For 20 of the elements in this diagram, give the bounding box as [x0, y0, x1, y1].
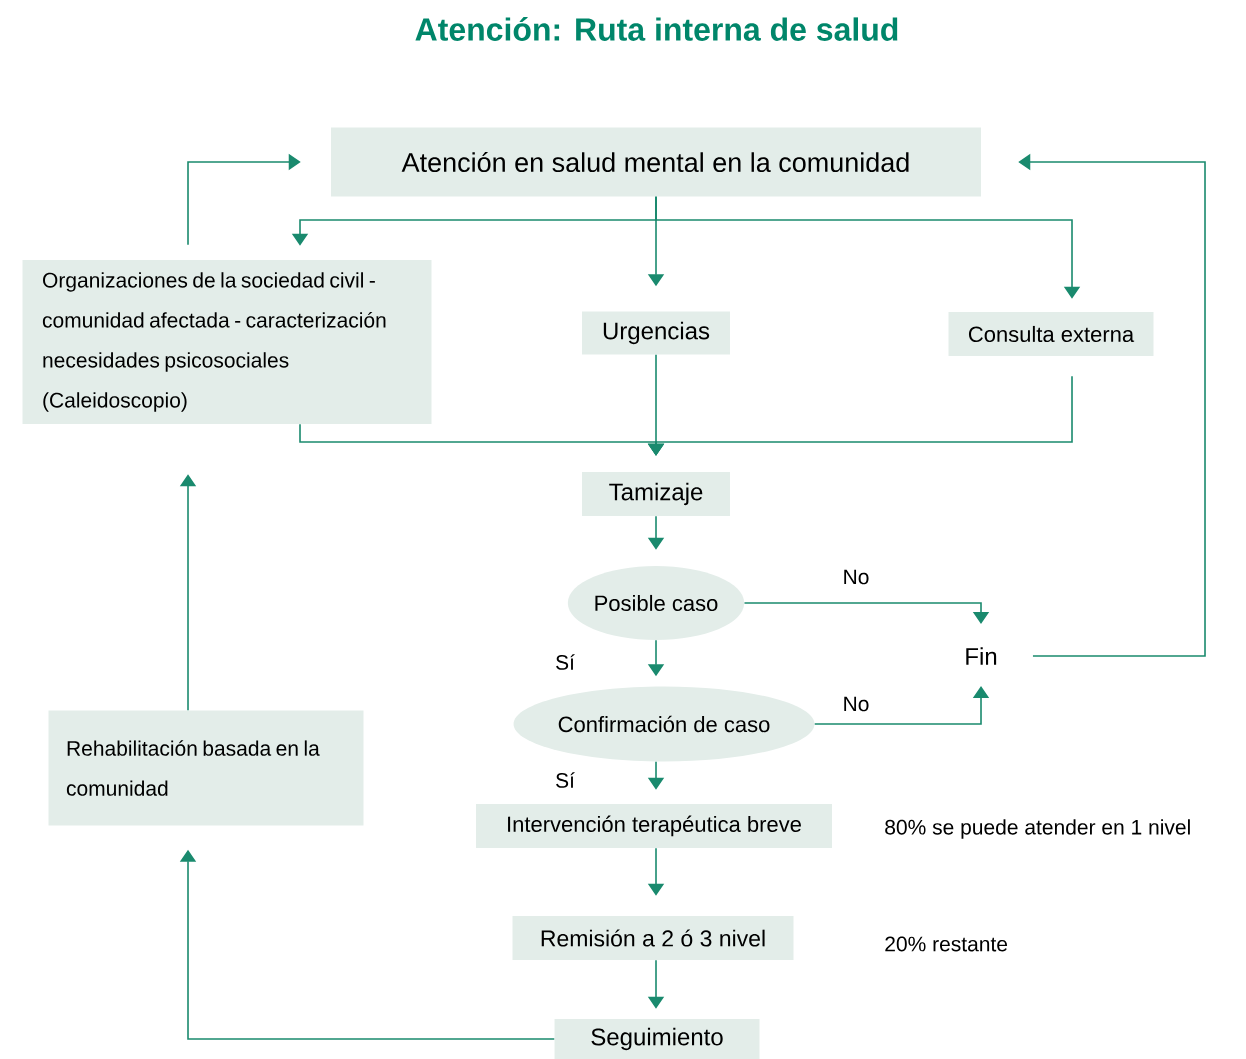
process-box: Tamizaje [582, 472, 730, 516]
process-box: Rehabilitación basada en la comunidad [48, 710, 364, 826]
edge-label: Sí [556, 654, 575, 670]
edge-label: No [844, 696, 869, 712]
edge-label: Sí [556, 772, 575, 788]
side-note: 80% se puede atender en 1 nivel [885, 819, 1190, 839]
edge-label: No [844, 569, 869, 585]
process-box: Seguimiento [554, 1019, 760, 1059]
process-box: Organizaciones de la sociedad civil - comunidad afectada - caracterización necesidades psicosociales (Caleidoscopio) [22, 260, 432, 424]
arrow [743, 602, 990, 624]
arrow [655, 195, 1081, 299]
title: Atención: Ruta interna de salud [415, 17, 898, 41]
end-text: Fin [966, 647, 997, 665]
arrow [187, 153, 301, 246]
process-box: Remisión a 2 ó 3 nivel [512, 916, 794, 960]
process-box: Consulta externa [948, 312, 1154, 356]
process-box: Urgencias [582, 311, 730, 355]
process-box: Atención en salud mental en la comunidad [331, 127, 981, 197]
process-box: Intervención terapéutica breve [476, 804, 832, 848]
side-note: 20% restante [885, 936, 1008, 952]
